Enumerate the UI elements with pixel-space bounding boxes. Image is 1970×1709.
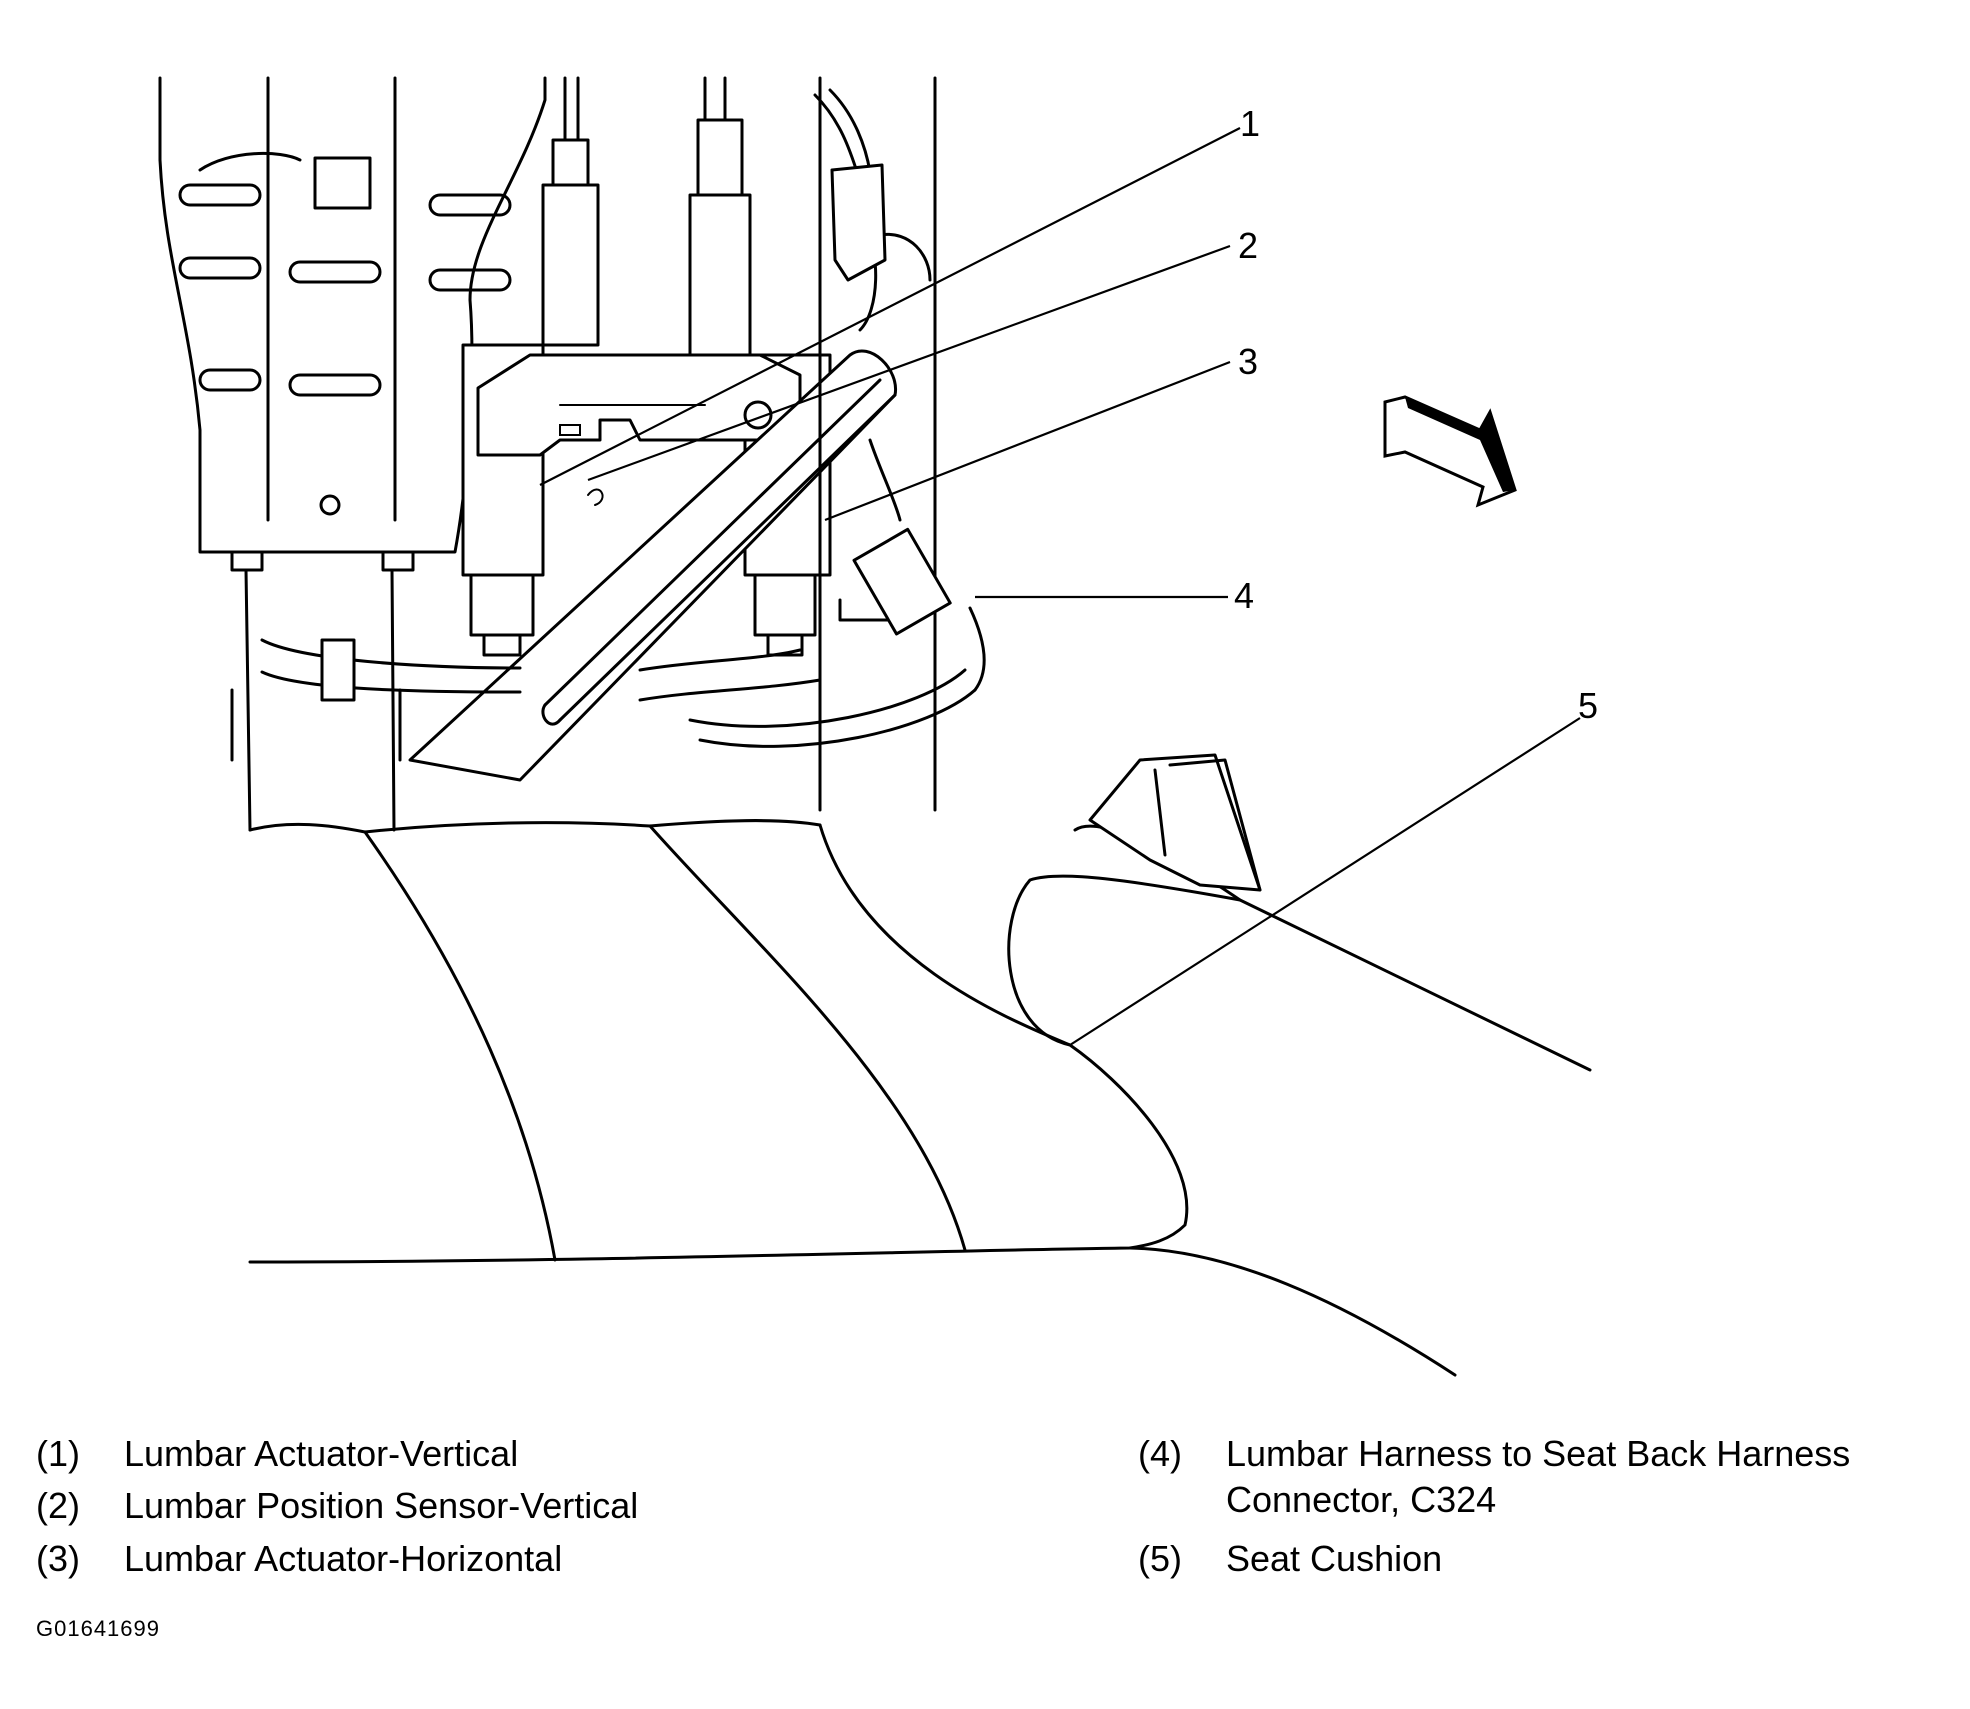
view-direction-arrow-icon: [1383, 395, 1517, 508]
legend-label: Lumbar Actuator-Vertical: [124, 1433, 519, 1474]
legend-number: (5): [1138, 1538, 1182, 1579]
leader-line-5: [1069, 717, 1581, 1046]
upper-wire: [813, 88, 887, 282]
seat-belt-buckle: [1088, 753, 1262, 892]
callout-number-2: 2: [1238, 225, 1258, 266]
harness-connector-c324: [688, 438, 986, 748]
legend-number: (4): [1138, 1433, 1182, 1474]
callout-number-1: 1: [1240, 103, 1260, 144]
actuator-bracket: [476, 353, 802, 506]
legend-label-line2: Connector, C324: [1226, 1479, 1497, 1520]
lumbar-actuator-vertical: [461, 76, 600, 657]
diagonal-rail: [408, 349, 897, 782]
legend-number: (3): [36, 1538, 80, 1579]
legend-label: Lumbar Position Sensor-Vertical: [124, 1485, 639, 1526]
legend-number: (2): [36, 1485, 80, 1526]
legend-label: Seat Cushion: [1226, 1538, 1443, 1579]
leader-line-2: [587, 244, 1231, 482]
leader-line-3: [824, 360, 1231, 522]
leader-line-1: [539, 127, 1241, 486]
seat-cushion: [248, 819, 1592, 1377]
callout-number-4: 4: [1234, 575, 1254, 616]
legend-label: Lumbar Actuator-Horizontal: [124, 1538, 563, 1579]
callout-number-3: 3: [1238, 341, 1258, 382]
seat-back-frame: [158, 76, 547, 832]
horizontal-harness: [230, 638, 822, 762]
legend-number: (1): [36, 1433, 80, 1474]
legend-label: Lumbar Harness to Seat Back Harness: [1226, 1433, 1851, 1474]
callout-number-5: 5: [1578, 685, 1598, 726]
figure-code: G01641699: [36, 1616, 160, 1641]
